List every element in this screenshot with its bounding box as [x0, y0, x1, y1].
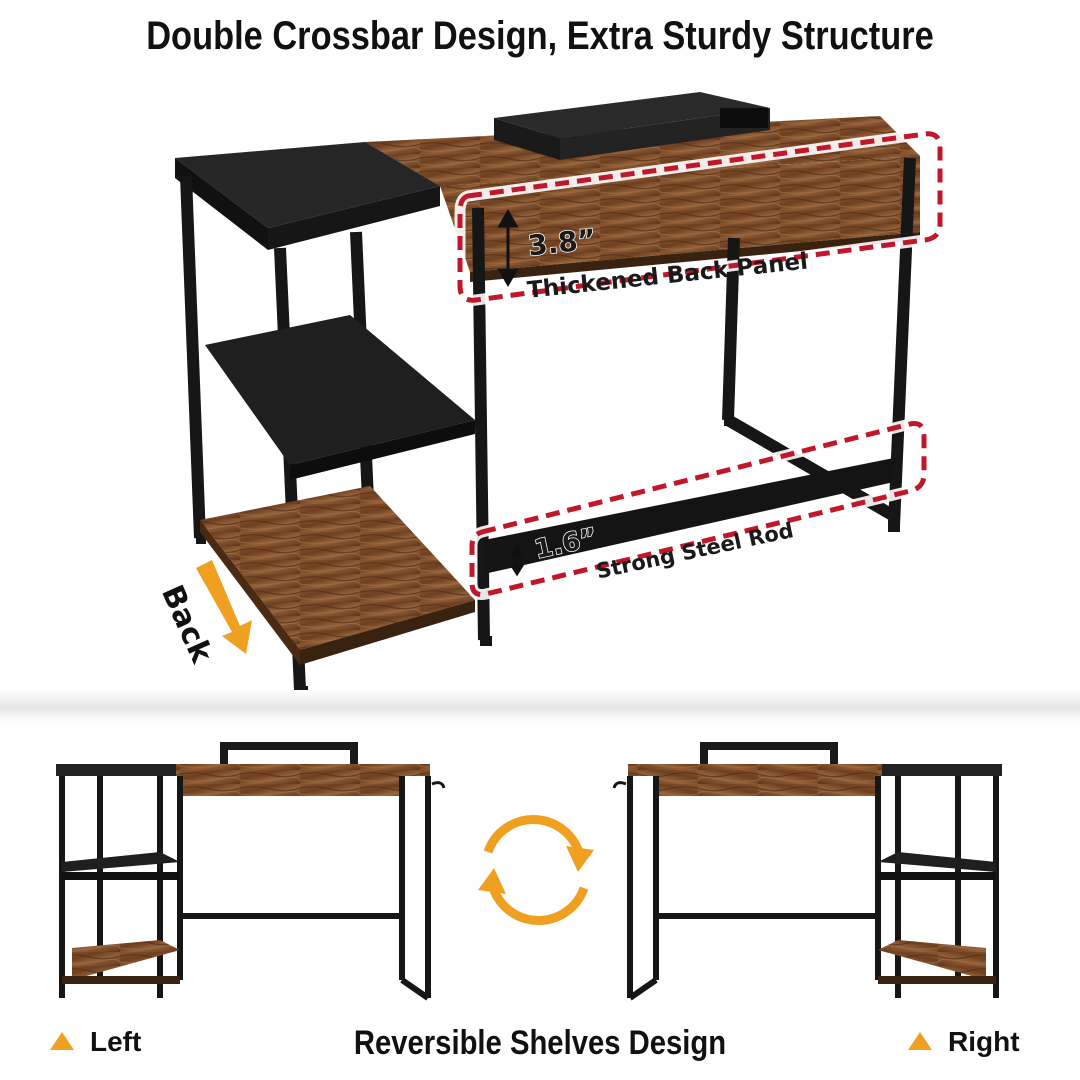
back-panel-dimension: 3.8” — [526, 222, 599, 263]
right-configuration-desk — [612, 742, 1002, 1001]
desk-top-black — [175, 142, 440, 250]
headline: Double Crossbar Design, Extra Sturdy Str… — [146, 14, 934, 58]
bottom-shelf — [200, 486, 475, 665]
monitor-riser — [494, 92, 770, 160]
section-divider — [0, 690, 1080, 722]
back-panel-callout-frame — [454, 128, 946, 306]
left-marker-icon — [50, 1031, 74, 1050]
swap-arrowheads — [478, 846, 594, 894]
left-configuration-desk — [56, 742, 446, 1001]
back-arrow-icon — [196, 560, 252, 654]
left-label: Left — [50, 1026, 141, 1058]
rod-callout-frame — [466, 418, 930, 600]
steel-rod — [484, 458, 894, 574]
dimension-arrow-1-6 — [509, 545, 525, 577]
dimension-arrow-3-8 — [497, 208, 519, 288]
right-label: Right — [908, 1026, 1020, 1058]
reversible-caption: Reversible Shelves Design — [353, 1024, 727, 1062]
middle-shelf — [205, 315, 475, 480]
swap-arrows-icon — [483, 815, 589, 925]
right-marker-icon — [908, 1031, 932, 1050]
